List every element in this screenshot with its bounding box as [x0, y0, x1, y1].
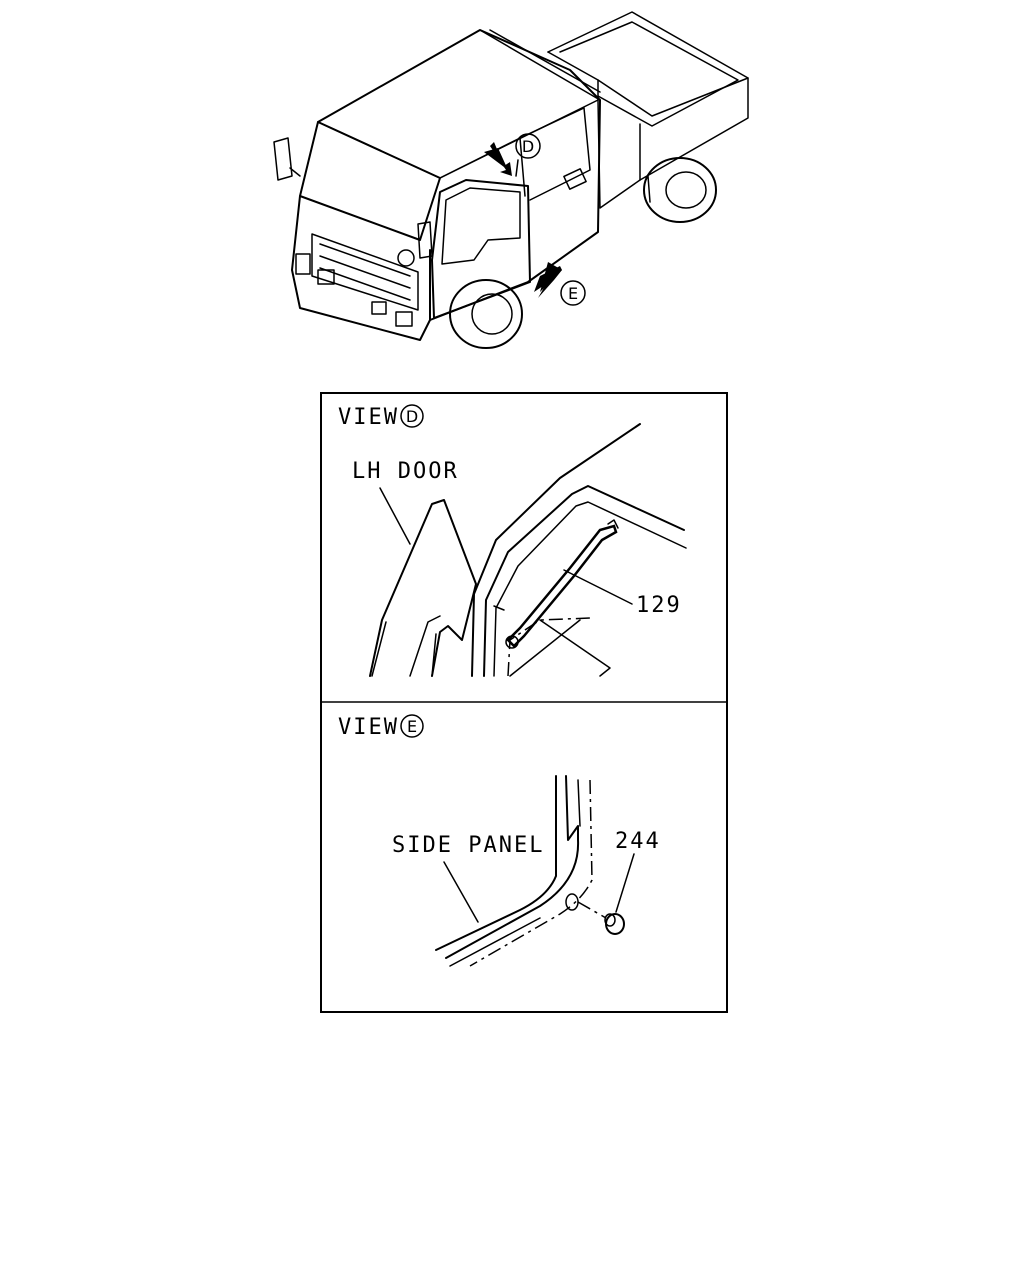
part-number-244: 244 — [615, 829, 661, 854]
view-d-marker: D — [522, 137, 534, 156]
part-244-clip — [604, 913, 625, 935]
view-e-title: VIEW — [338, 715, 399, 740]
detail-frame — [320, 392, 728, 1013]
view-d-callout: D — [484, 133, 541, 177]
part-129-strip — [506, 524, 618, 648]
view-d-panel: VIEW D LH DOOR 129 — [338, 404, 687, 677]
side-panel-label: SIDE PANEL — [392, 833, 544, 858]
lh-door-label: LH DOOR — [352, 459, 459, 484]
view-e-title-marker: E — [407, 717, 417, 736]
view-d-title: VIEW — [338, 405, 399, 430]
part-number-129: 129 — [636, 593, 682, 618]
truck-illustration — [273, 11, 749, 349]
view-e-marker: E — [568, 284, 578, 303]
view-e-callout: E — [534, 262, 586, 306]
view-d-title-marker: D — [406, 407, 418, 426]
view-e-panel: VIEW E SIDE PANEL 244 — [338, 714, 661, 967]
